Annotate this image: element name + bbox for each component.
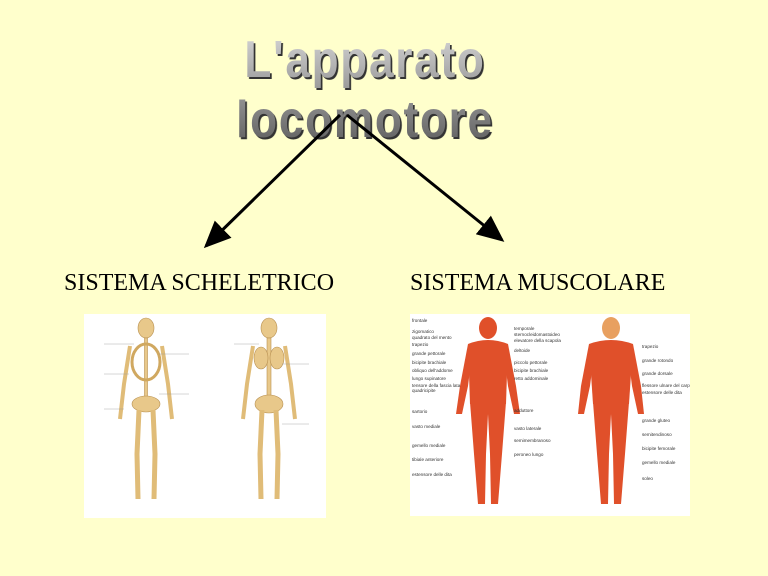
muscle-label: piccolo pettorale xyxy=(514,360,548,365)
muscle-label: tensore della fascia lata xyxy=(412,383,461,388)
muscle-label: trapezio xyxy=(412,342,429,347)
muscle-label: gemello mediale xyxy=(412,443,446,448)
muscle-label: vasto mediale xyxy=(412,424,441,429)
muscle-label: grande pettorale xyxy=(412,351,446,356)
muscle-label: estensore delle dita xyxy=(642,390,682,395)
muscle-label: sternocleidomastoideo xyxy=(514,332,560,337)
muscle-label: lungo supinatore xyxy=(412,376,446,381)
muscle-label: bicipite brachiale xyxy=(412,360,447,365)
muscle-label: vasto laterale xyxy=(514,426,542,431)
muscle-label: bicipite femorale xyxy=(642,446,676,451)
slide-title: L'apparato locomotore xyxy=(157,30,574,150)
muscle-label: retto addominale xyxy=(514,376,549,381)
muscle-label: temporale xyxy=(514,326,535,331)
muscle-label: trapezio xyxy=(642,344,659,349)
skeleton-figures xyxy=(104,317,309,500)
muscle-label: semimembranoso xyxy=(514,438,551,443)
muscle-label: deltoide xyxy=(514,348,531,353)
front-muscle-figure xyxy=(456,317,520,504)
arrow-right xyxy=(346,113,505,242)
muscle-label: adduttore xyxy=(514,408,534,413)
skeleton-image xyxy=(84,314,326,518)
muscle-label: soleo xyxy=(642,476,653,481)
muscle-label: quadrato del mento xyxy=(412,335,452,340)
muscle-label: frontale xyxy=(412,318,428,323)
muscle-label: quadricipite xyxy=(412,388,436,393)
arrow-left xyxy=(203,113,342,249)
muscle-label: sartorio xyxy=(412,409,428,414)
muscular-system-heading: SISTEMA MUSCOLARE xyxy=(410,270,666,296)
muscle-label: grande dorsale xyxy=(642,371,673,376)
muscle-label: obliquo dell'addome xyxy=(412,368,453,373)
muscle-label: peroneo lungo xyxy=(514,452,544,457)
muscle-label: grande gluteo xyxy=(642,418,671,423)
muscle-label: zigomatico xyxy=(412,329,434,334)
muscle-label: semitendinoso xyxy=(642,432,672,437)
muscle-label: gemello mediale xyxy=(642,460,676,465)
muscle-label: tibiale anteriore xyxy=(412,457,444,462)
muscle-label: estensore delle dita xyxy=(412,472,452,477)
muscle-label: bicipite brachiale xyxy=(514,368,549,373)
muscle-label: flessore ulnare del carpo xyxy=(642,383,690,388)
muscle-label: elevatore della scapola xyxy=(514,338,561,343)
skeletal-system-heading: SISTEMA SCHELETRICO xyxy=(64,270,335,296)
muscle-label: grande rotondo xyxy=(642,358,674,363)
back-muscle-figure xyxy=(578,317,644,504)
